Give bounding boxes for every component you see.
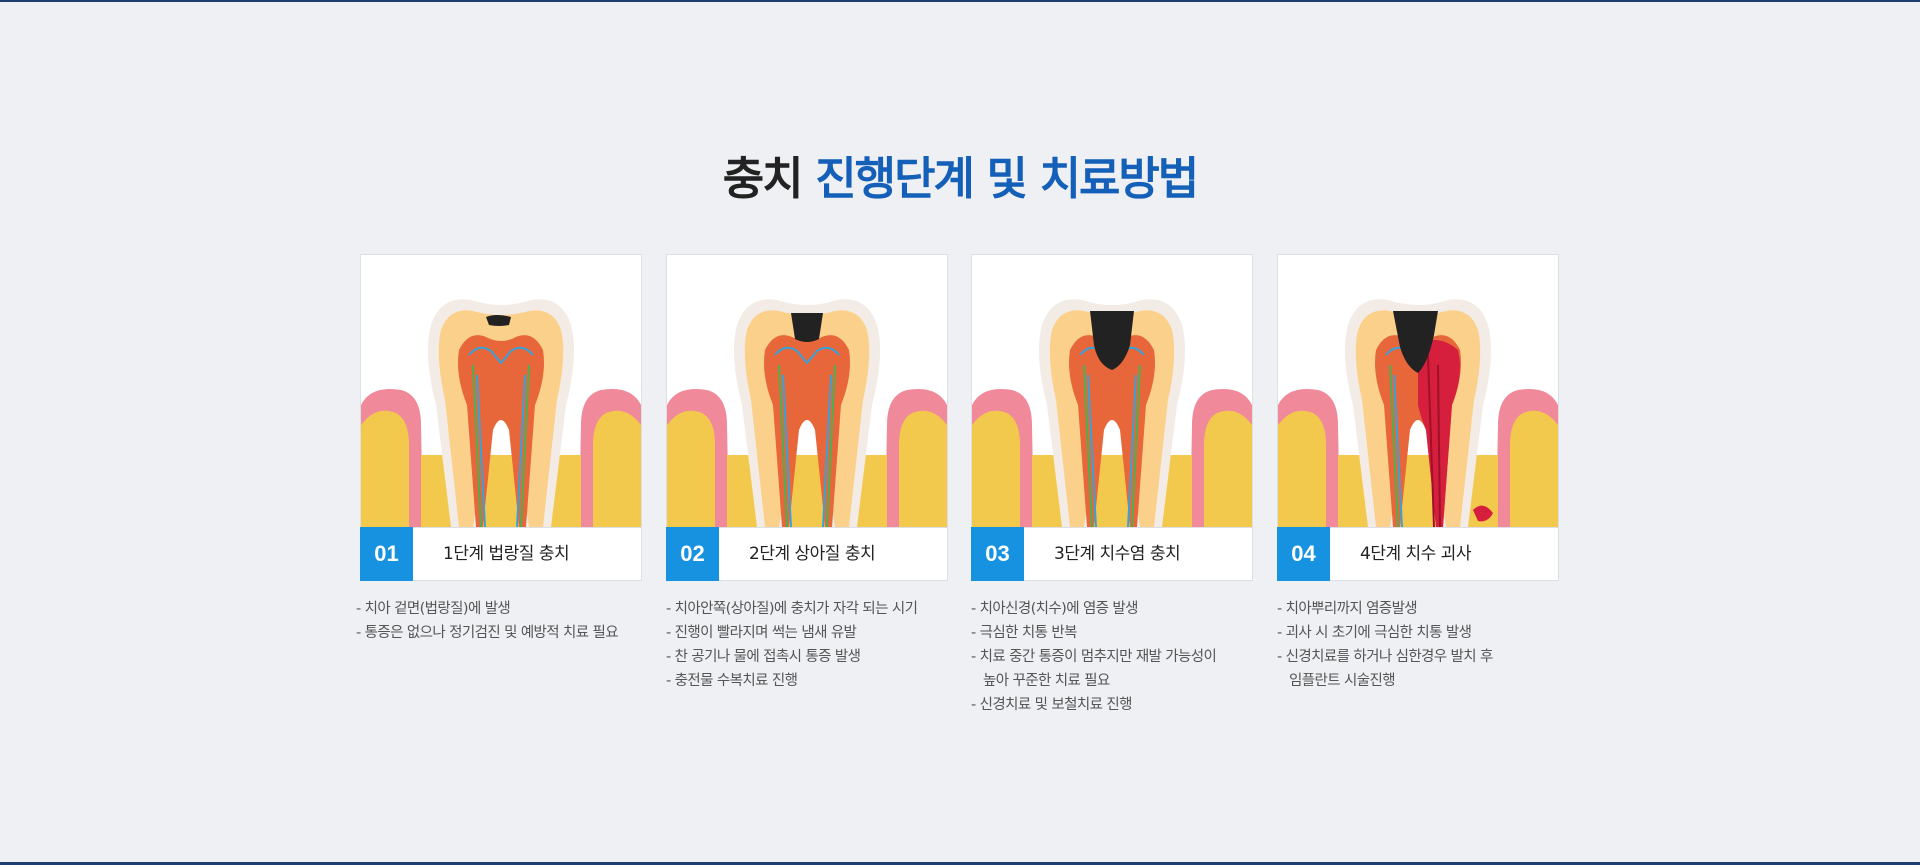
description-line: - 치아 겉면(법랑질)에 발생 — [356, 601, 511, 617]
stage-description: - 치아 겉면(법랑질)에 발생 - 통증은 없으나 정기검진 및 예방적 치료… — [356, 597, 642, 645]
description-line: - 극심한 치통 반복 — [971, 625, 1077, 641]
step-number-badge: 03 — [971, 527, 1024, 581]
stage-card-1: 01 1단계 법랑질 충치 - 치아 겉면(법랑질)에 발생 - 통증은 없으나… — [356, 254, 642, 645]
top-border — [0, 0, 1920, 2]
tooth-dentin-caries-illustration — [666, 254, 948, 527]
step-number-badge: 01 — [360, 527, 413, 581]
description-line: - 치아안쪽(상아질)에 충치가 자각 되는 시기 — [666, 601, 918, 617]
step-title: 1단계 법랑질 충치 — [443, 544, 570, 564]
stage-label-4: 04 4단계 치수 괴사 — [1277, 527, 1559, 581]
step-title: 2단계 상아질 충치 — [749, 544, 876, 564]
description-line: 임플란트 시술진행 — [1277, 673, 1396, 689]
title-accent: 진행단계 및 치료방법 — [815, 152, 1199, 205]
tooth-enamel-caries-illustration — [360, 254, 642, 527]
stage-description: - 치아신경(치수)에 염증 발생 - 극심한 치통 반복 - 치료 중간 통증… — [971, 597, 1253, 717]
description-line: - 신경치료 및 보철치료 진행 — [971, 697, 1132, 713]
description-line: 높아 꾸준한 치료 필요 — [971, 673, 1110, 689]
description-line: - 충전물 수복치료 진행 — [666, 673, 798, 689]
stage-label-2: 02 2단계 상아질 충치 — [666, 527, 948, 581]
step-number-badge: 02 — [666, 527, 719, 581]
tooth-pulpitis-illustration — [971, 254, 1253, 527]
description-line: - 통증은 없으나 정기검진 및 예방적 치료 필요 — [356, 625, 619, 641]
stage-label-1: 01 1단계 법랑질 충치 — [360, 527, 642, 581]
description-line: - 진행이 빨라지며 썩는 냄새 유발 — [666, 625, 857, 641]
stage-cards: 01 1단계 법랑질 충치 - 치아 겉면(법랑질)에 발생 - 통증은 없으나… — [356, 254, 1560, 717]
stage-card-2: 02 2단계 상아질 충치 - 치아안쪽(상아질)에 충치가 자각 되는 시기 … — [666, 254, 948, 693]
description-line: - 괴사 시 초기에 극심한 치통 발생 — [1277, 625, 1472, 641]
section-title: 충치 진행단계 및 치료방법 — [0, 142, 1920, 207]
stage-label-3: 03 3단계 치수염 충치 — [971, 527, 1253, 581]
stage-description: - 치아뿌리까지 염증발생 - 괴사 시 초기에 극심한 치통 발생 - 신경치… — [1277, 597, 1559, 693]
stage-card-4: 04 4단계 치수 괴사 - 치아뿌리까지 염증발생 - 괴사 시 초기에 극심… — [1277, 254, 1559, 693]
stage-card-3: 03 3단계 치수염 충치 - 치아신경(치수)에 염증 발생 - 극심한 치통… — [971, 254, 1253, 717]
description-line: - 치료 중간 통증이 멈추지만 재발 가능성이 — [971, 649, 1217, 665]
step-number-badge: 04 — [1277, 527, 1330, 581]
stage-description: - 치아안쪽(상아질)에 충치가 자각 되는 시기 - 진행이 빨라지며 썩는 … — [666, 597, 948, 693]
description-line: - 치아신경(치수)에 염증 발생 — [971, 601, 1139, 617]
title-prefix: 충치 — [722, 152, 804, 205]
description-line: - 찬 공기나 물에 접촉시 통증 발생 — [666, 649, 861, 665]
step-title: 4단계 치수 괴사 — [1360, 544, 1471, 564]
step-title: 3단계 치수염 충치 — [1054, 544, 1181, 564]
description-line: - 치아뿌리까지 염증발생 — [1277, 601, 1418, 617]
description-line: - 신경치료를 하거나 심한경우 발치 후 — [1277, 649, 1493, 665]
tooth-pulp-necrosis-illustration — [1277, 254, 1559, 527]
bottom-border — [0, 862, 1920, 865]
